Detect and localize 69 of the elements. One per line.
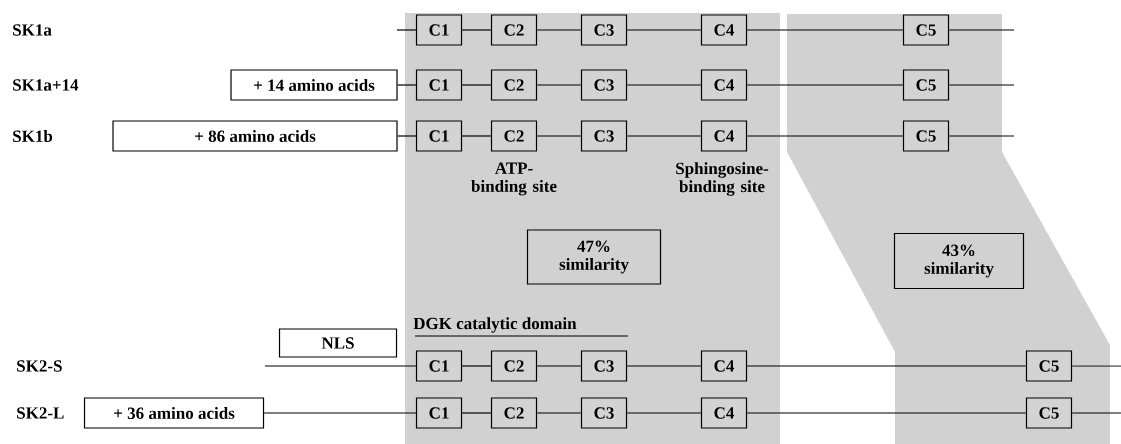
isoform-label: SK2-S (17, 360, 62, 372)
domain-box: C5 (902, 14, 950, 46)
connector-line (948, 135, 1015, 137)
connector-line (536, 135, 582, 137)
connector-line (396, 29, 417, 31)
connector-line (397, 84, 417, 86)
similarity-box: 47% similarity (526, 229, 662, 285)
domain-box: C1 (415, 14, 463, 46)
domain-box: C3 (580, 14, 628, 46)
domain-box: C1 (415, 397, 463, 429)
site-label: Sphingosine- binding site (676, 162, 769, 196)
domain-box: C4 (700, 69, 748, 101)
connector-line (461, 135, 492, 137)
domain-box: C3 (580, 350, 628, 382)
domain-box: C2 (490, 350, 538, 382)
connector-line (626, 365, 702, 367)
connector-line (746, 84, 904, 86)
connector-line (948, 84, 1015, 86)
domain-box: C2 (490, 69, 538, 101)
site-label: ATP- binding site (471, 162, 557, 196)
connector-line (626, 412, 702, 414)
connector-line (746, 29, 904, 31)
domain-box: C2 (490, 397, 538, 429)
connector-line (461, 412, 492, 414)
connector-line (746, 365, 1027, 367)
connector-line (536, 412, 582, 414)
connector-line (626, 29, 702, 31)
connector-line (1071, 365, 1121, 367)
extension-box: + 36 amino acids (83, 397, 265, 429)
isoform-label: SK2-L (17, 407, 64, 419)
domain-box: C1 (415, 69, 463, 101)
isoform-label: SK1a (13, 24, 52, 36)
domain-box: C4 (700, 350, 748, 382)
connector-line (626, 135, 702, 137)
domain-box: C1 (415, 350, 463, 382)
connector-line (746, 135, 904, 137)
connector-line (536, 84, 582, 86)
connector-line (626, 84, 702, 86)
connector-line (536, 365, 582, 367)
domain-box: C1 (415, 120, 463, 152)
domain-box: C2 (490, 120, 538, 152)
domain-box: C3 (580, 120, 628, 152)
domain-box: C5 (1025, 350, 1073, 382)
extension-box: + 14 amino acids (230, 69, 398, 101)
domain-box: C4 (700, 120, 748, 152)
connector-line (461, 365, 492, 367)
domain-box: C5 (902, 69, 950, 101)
nls-box: NLS (278, 328, 398, 358)
connector-line (746, 412, 1027, 414)
domain-label: DGK catalytic domain (413, 317, 629, 337)
connector-line (948, 29, 1015, 31)
connector-line (1071, 412, 1121, 414)
domain-box: C5 (1025, 397, 1073, 429)
extension-box: + 86 amino acids (112, 120, 398, 152)
connector-line (461, 29, 492, 31)
connector-line (461, 84, 492, 86)
isoform-label: SK1a+14 (13, 79, 79, 91)
domain-box: C4 (700, 397, 748, 429)
connector-line (263, 412, 417, 414)
domain-box: C3 (580, 397, 628, 429)
domain-box: C5 (902, 120, 950, 152)
similarity-box: 43% similarity (893, 232, 1025, 290)
isoform-label: SK1b (13, 130, 53, 142)
domain-box: C2 (490, 14, 538, 46)
connector-line (536, 29, 582, 31)
domain-box: C3 (580, 69, 628, 101)
connector-line (397, 135, 417, 137)
connector-line (264, 365, 417, 367)
domain-box: C4 (700, 14, 748, 46)
